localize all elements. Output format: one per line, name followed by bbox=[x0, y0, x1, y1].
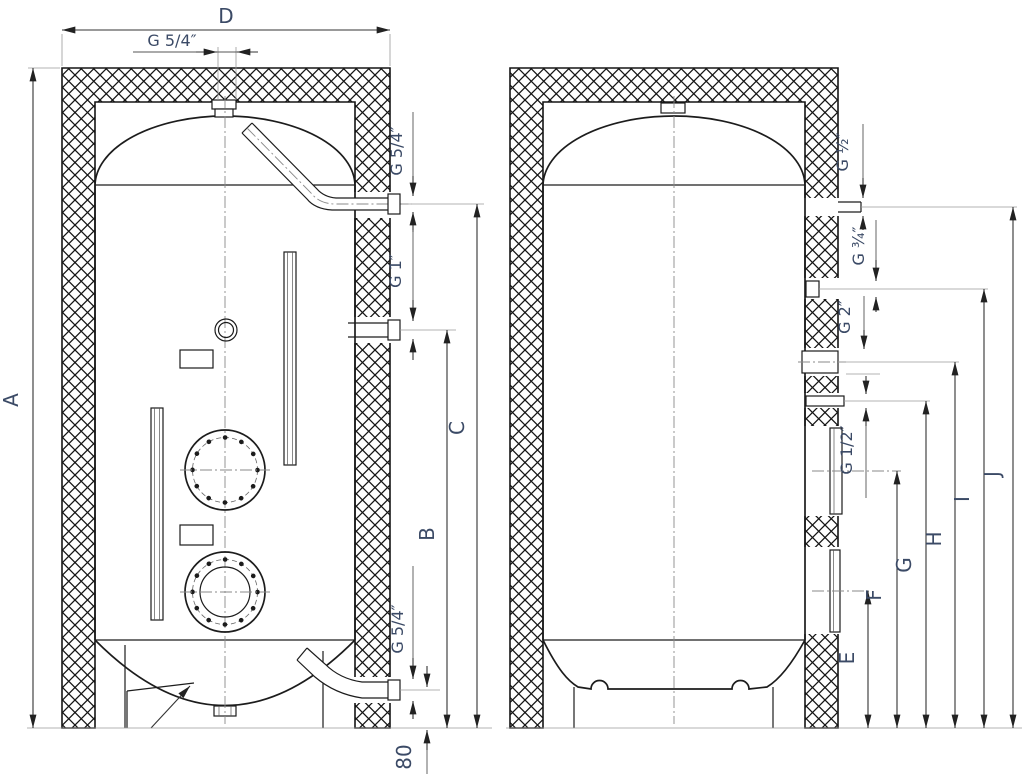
side-connection-bottom-elbow bbox=[296, 647, 401, 701]
sensor-plate-lower bbox=[812, 549, 872, 633]
dim-label-b: B bbox=[415, 527, 439, 541]
heating-flange bbox=[180, 429, 270, 511]
thread-label-side-bottom: G 5/4″ bbox=[388, 604, 407, 653]
dimension-side-thread-middle: G 1″ bbox=[386, 230, 417, 360]
dimension-E: E bbox=[835, 591, 872, 728]
top-fitting bbox=[211, 99, 237, 110]
top-fitting-right bbox=[660, 102, 686, 114]
dimension-I: I bbox=[950, 289, 988, 728]
inspection-flange bbox=[180, 551, 270, 633]
label-plate-lower bbox=[179, 524, 214, 546]
dim-label-e: E bbox=[835, 652, 859, 665]
thermowell-bar-right bbox=[283, 251, 297, 466]
dimension-side-thread-bottom: G 5/4″ bbox=[388, 566, 417, 719]
dimension-thread-1: G ½″ bbox=[833, 124, 867, 230]
thread-label-side-middle: G 1″ bbox=[386, 254, 405, 288]
dimension-G: G bbox=[892, 401, 930, 728]
thread-label-side-top: G 5/4″ bbox=[387, 126, 406, 175]
center-port-circle bbox=[214, 318, 238, 342]
dimension-80: 80 bbox=[392, 666, 431, 774]
dimension-thread-4: G 1/2″ bbox=[837, 376, 870, 498]
connection-2 bbox=[805, 280, 820, 298]
dimension-J: J bbox=[980, 207, 1017, 728]
tank-outline-left bbox=[94, 99, 356, 729]
insulation-hatch-left-view bbox=[61, 67, 391, 729]
dimension-top-thread: G 5/4″ bbox=[133, 31, 258, 100]
sensor-plate-upper bbox=[812, 427, 901, 515]
thread-label-1: G ½″ bbox=[833, 132, 852, 171]
dimension-B: B bbox=[415, 330, 451, 728]
dim-label-d: D bbox=[218, 4, 233, 28]
connection-4 bbox=[805, 395, 845, 407]
left-tank-view: D A G 5/4″ G 5/4″ G 1″ bbox=[0, 4, 492, 774]
thread-label-top: G 5/4″ bbox=[147, 31, 196, 50]
internal-dip-pipe bbox=[241, 122, 412, 215]
dim-label-a: A bbox=[0, 393, 23, 407]
dim-label-c: C bbox=[445, 421, 469, 435]
dimension-thread-3: G 2″ bbox=[835, 296, 868, 349]
thread-label-3: G 2″ bbox=[835, 300, 854, 334]
dim-label-i: I bbox=[950, 496, 974, 502]
dimension-H: H bbox=[922, 362, 959, 728]
dimension-D: D bbox=[61, 4, 391, 66]
tank-outline-right bbox=[542, 102, 806, 728]
side-connection-middle bbox=[214, 318, 401, 342]
dimension-side-thread-top: G 5/4″ bbox=[387, 112, 417, 232]
dimension-A: A bbox=[0, 67, 60, 728]
dim-label-f: F bbox=[862, 589, 886, 601]
dim-label-j: J bbox=[980, 471, 1004, 479]
dimension-F: F bbox=[862, 471, 901, 728]
dim-label-80: 80 bbox=[392, 744, 416, 769]
thread-label-4: G 1/2″ bbox=[837, 425, 856, 474]
thread-label-2: G ¾″ bbox=[849, 226, 868, 265]
connection-1 bbox=[838, 201, 862, 213]
right-tank-view: G ½″ G ¾″ G 2″ G 1/2″ E F bbox=[506, 67, 1022, 729]
thermowell-bar-left bbox=[150, 407, 164, 621]
dimension-thread-2: G ¾″ bbox=[849, 220, 880, 312]
connection-3 bbox=[798, 350, 846, 374]
dim-label-h: H bbox=[922, 531, 946, 546]
label-plate-upper bbox=[179, 349, 214, 369]
dim-label-g: G bbox=[892, 557, 916, 573]
support-bracket bbox=[126, 682, 195, 728]
dimension-C: C bbox=[445, 204, 481, 728]
